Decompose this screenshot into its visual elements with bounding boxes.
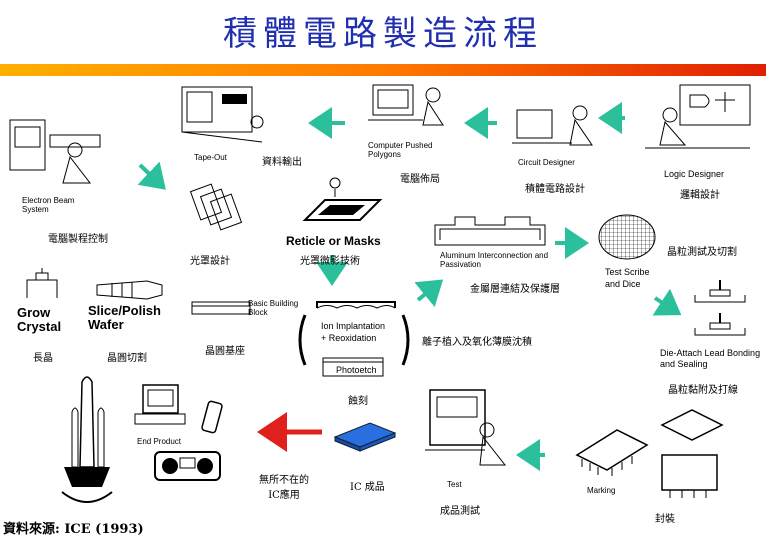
basic-block-label: Basic Building Block — [248, 299, 299, 317]
grow-crystal-illustration — [26, 268, 58, 298]
die-attach-label: Die-Attach Lead Bonding and Sealing — [660, 348, 761, 369]
marking-chip-illustration — [575, 429, 649, 476]
end-product-label: End Product — [137, 437, 182, 446]
computer-polygons-label: Computer Pushed Polygons — [368, 141, 433, 159]
circuit-designer-illustration — [512, 105, 593, 146]
grow-crystal-label: Grow Crystal — [17, 305, 62, 334]
tape-out-machine-illustration — [181, 86, 264, 143]
slice-wafer-illustration — [96, 280, 163, 300]
grow-crystal-zh: 長晶 — [33, 353, 53, 364]
aluminum-zh: 金屬層連結及保護層 — [470, 284, 560, 295]
logic-designer-label: Logic Designer — [664, 169, 725, 179]
test-scribe-zh: 晶粒測試及切割 — [667, 247, 737, 258]
logic-designer-zh: 邏輯設計 — [680, 190, 720, 201]
end-product-zh: 無所不在的 IC應用 — [259, 475, 309, 501]
slice-polish-label: Slice/Polish Wafer — [88, 303, 161, 332]
ion-implant-illustration — [298, 301, 410, 377]
test-zh: 成品測試 — [440, 506, 480, 517]
electron-beam-zh: 電腦製程控制 — [48, 234, 108, 245]
title-gradient-bar — [0, 64, 766, 76]
basic-block-illustration — [191, 301, 251, 315]
test-scribe-label: Test Scribe and Dice — [605, 267, 650, 289]
mask-design-zh: 光罩設計 — [190, 256, 230, 267]
aluminum-interconnect-illustration — [434, 216, 546, 246]
marking-zh: 封裝 — [655, 514, 675, 525]
source-citation: 資料來源: ICE (1993) — [3, 522, 144, 537]
end-product-illustration — [134, 384, 223, 481]
photoetch-label: Photoetch — [336, 365, 377, 375]
package-illustration — [660, 409, 724, 498]
test-label: Test — [447, 480, 462, 489]
wafer-dice-illustration — [598, 214, 656, 260]
reticle-zh: 光罩微影技術 — [300, 256, 360, 267]
computer-polygons-zh: 電腦佈局 — [400, 174, 440, 185]
circuit-designer-zh: 積體電路設計 — [525, 184, 585, 195]
photoetch-zh: 蝕刻 — [348, 396, 368, 407]
die-attach-illustration — [694, 280, 746, 336]
space-shuttle-illustration — [61, 376, 113, 503]
tape-out-zh: 資料輸出 — [262, 157, 302, 168]
slice-polish-zh: 晶圓切割 — [107, 353, 147, 364]
mask-cards-illustration — [189, 183, 243, 231]
logic-designer-illustration — [645, 84, 751, 149]
computer-polygons-illustration — [368, 84, 444, 126]
reticle-label: Reticle or Masks — [286, 234, 381, 248]
ion-implant-label: Ion Implantation — [321, 321, 386, 331]
electron-beam-label: Electron Beam System — [22, 196, 75, 214]
test-station-illustration — [425, 389, 507, 466]
reticle-illustration — [302, 177, 383, 221]
ion-implant-zh: 離子植入及氧化薄膜沈積 — [422, 337, 532, 348]
die-attach-zh: 晶粒黏附及打線 — [668, 385, 738, 396]
marking-label: Marking — [587, 486, 616, 495]
basic-block-zh: 晶圓基座 — [205, 346, 245, 357]
ic-product-zh: IC 成品 — [350, 482, 385, 493]
ic-chip-illustration — [333, 422, 397, 452]
aluminum-label: Aluminum Interconnection and Passivation — [440, 251, 549, 269]
electron-beam-illustration — [9, 119, 101, 184]
circuit-designer-label: Circuit Designer — [518, 158, 575, 167]
page-title: 積體電路製造流程 — [223, 14, 543, 54]
reoxidation-label: + Reoxidation — [321, 333, 377, 343]
tape-out-label: Tape-Out — [194, 153, 227, 162]
